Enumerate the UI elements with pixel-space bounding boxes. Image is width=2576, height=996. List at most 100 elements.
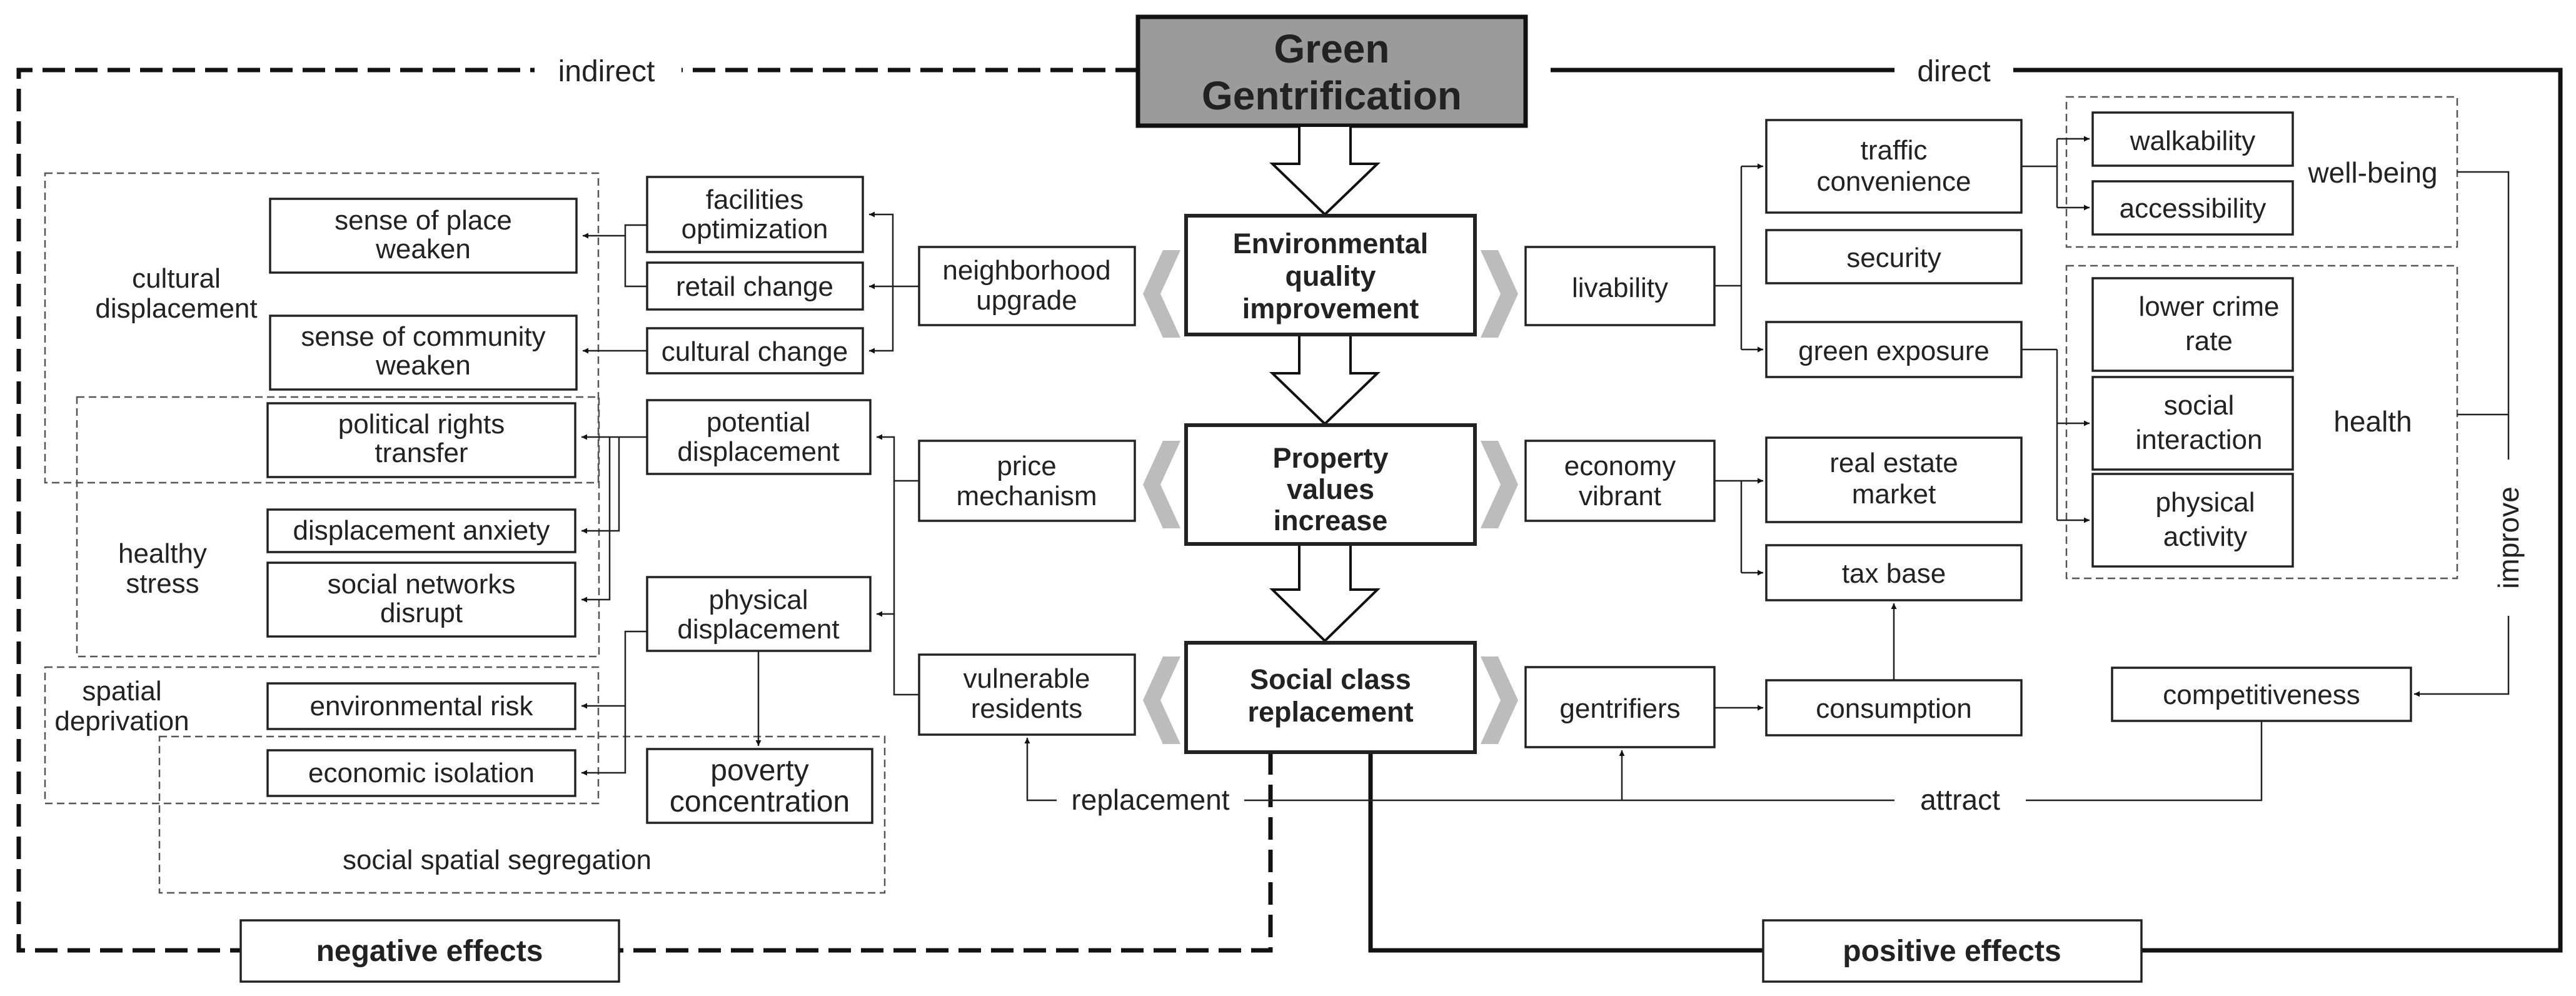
down-arrow-2 — [1269, 333, 1381, 426]
poverty-concentration-box — [646, 748, 873, 824]
text-line: economy — [1564, 451, 1676, 481]
retail-change-box — [646, 261, 864, 311]
text-line: residents — [971, 693, 1083, 724]
text-line: security — [1846, 243, 1941, 273]
walkability-text: walkability — [2130, 126, 2256, 156]
replacement-label: replacement — [1071, 783, 1229, 816]
text-line: environmental risk — [309, 691, 533, 722]
social-spatial-segregation-group — [158, 735, 886, 894]
text-line: retail change — [676, 271, 833, 302]
retail-change-text: retail change — [676, 271, 833, 302]
chevron-right-3 — [1481, 656, 1518, 744]
health-label: health — [2333, 405, 2412, 438]
economic-isolation-text: economic isolation — [308, 758, 535, 788]
well-being-label-bg — [2299, 153, 2452, 194]
neighborhood-upgrade-box — [918, 246, 1136, 326]
text-line: physical — [709, 585, 808, 615]
tax-base-text: tax base — [1842, 558, 1946, 589]
text-line: Green — [1274, 26, 1390, 71]
direct-path — [1551, 68, 2563, 953]
security-box — [1765, 229, 2023, 284]
replacement-label-bg — [1057, 782, 1244, 818]
environmental-risk-box — [266, 682, 576, 730]
sense-of-place-box — [269, 198, 578, 274]
well-being-label: well-being — [2307, 156, 2437, 189]
text-line: livability — [1572, 273, 1668, 303]
text-line: displacement — [677, 614, 839, 645]
displacement-anxiety-text: displacement anxiety — [293, 515, 550, 546]
text-line: poverty — [710, 754, 808, 787]
sense-of-community-box — [269, 314, 578, 391]
text-line: gentrifiers — [1559, 693, 1680, 724]
text-line: displacement — [677, 436, 839, 467]
down-arrow-3 — [1269, 543, 1381, 643]
social-interaction-box — [2091, 376, 2294, 471]
attract-label-bg — [1894, 782, 2026, 818]
text-line: sense of community — [301, 321, 545, 352]
real-estate-market-box — [1765, 436, 2023, 523]
walkability-box — [2091, 111, 2294, 167]
consumption-box — [1765, 679, 2023, 737]
text-line: tax base — [1842, 558, 1946, 589]
accessibility-text: accessibility — [2120, 193, 2267, 224]
text-line: increase — [1274, 505, 1388, 536]
indirect-label-bg — [535, 53, 682, 88]
competitiveness-text: competitiveness — [2163, 680, 2360, 710]
text-line: displacement — [95, 293, 257, 324]
central-arrows — [1269, 124, 1381, 643]
text-line: green exposure — [1798, 336, 1990, 366]
text-line: sense of place — [335, 205, 512, 236]
text-line: walkability — [2130, 126, 2256, 156]
text-line: social — [2164, 390, 2235, 421]
gentrifiers-box — [1524, 666, 1716, 748]
indirect-path-return — [619, 752, 1273, 953]
text-line: cultural change — [662, 336, 848, 367]
text-line: upgrade — [976, 285, 1077, 316]
improve-label: improve — [2492, 486, 2525, 589]
text-line: potential — [707, 407, 810, 438]
political-rights-box — [266, 402, 576, 478]
right-groups: well-being health — [2065, 96, 2458, 580]
text-line: spatial — [82, 676, 161, 707]
lower-crime-rate-box — [2091, 277, 2294, 372]
physical-displacement-box — [646, 576, 872, 652]
chevrons — [1143, 250, 1518, 744]
economic-isolation-box — [266, 749, 576, 797]
text-line: price — [997, 451, 1056, 481]
text-line: lower crime — [2139, 291, 2280, 322]
indirect-label: indirect — [558, 55, 655, 88]
green-exposure-text: green exposure — [1798, 336, 1990, 366]
environmental-quality-box — [1184, 214, 1477, 336]
text-line: competitiveness — [2163, 680, 2360, 710]
text-line: disrupt — [380, 598, 463, 628]
text-line: facilities — [706, 184, 804, 215]
price-mechanism-box — [918, 440, 1136, 522]
text-line: political rights — [338, 409, 505, 440]
text-line: quality — [1285, 260, 1376, 292]
text-line: replacement — [1247, 696, 1413, 728]
text-line: economic isolation — [308, 758, 535, 788]
text-line: Gentrification — [1202, 73, 1462, 118]
social-spatial-segregation-label: social spatial segregation — [343, 845, 652, 875]
security-text: security — [1846, 243, 1941, 273]
green-exposure-box — [1765, 321, 2023, 378]
chevron-right-1 — [1481, 250, 1518, 338]
text-line: healthy — [118, 538, 207, 569]
down-arrow-1 — [1269, 124, 1381, 216]
